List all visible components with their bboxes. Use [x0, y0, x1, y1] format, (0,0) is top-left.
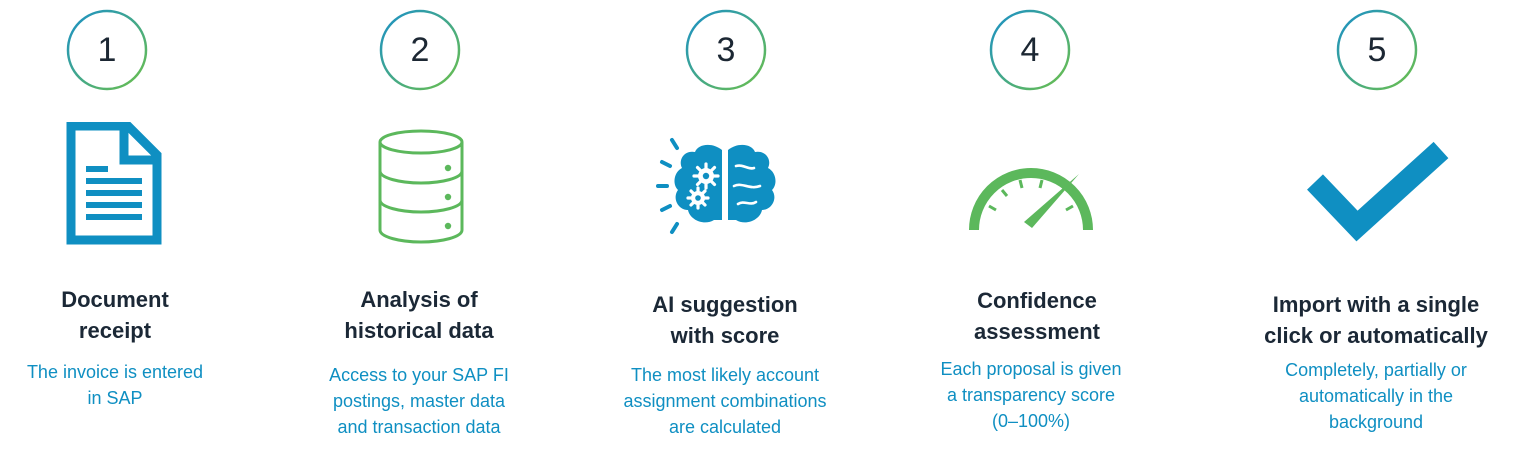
step-title-4: Confidence assessment [974, 288, 1100, 344]
step-circle-4 [989, 9, 1071, 91]
step-circle-3 [685, 9, 767, 91]
step-description-5: Completely, partially or automatically i… [1285, 360, 1467, 432]
step-title-1: Document receipt [61, 287, 169, 343]
document-icon [66, 122, 162, 245]
step-number-5: 5 [1367, 31, 1387, 69]
step-circle-2 [379, 9, 461, 91]
checkmark-icon [1307, 141, 1449, 242]
step-timeline [66, 9, 1418, 91]
step-title-3: AI suggestion with score [652, 292, 798, 348]
step-number-2: 2 [410, 31, 430, 69]
step-circle-5 [1336, 9, 1418, 91]
database-icon [378, 129, 464, 244]
step-description-1: The invoice is entered in SAP [26, 362, 204, 408]
step-description-4: Each proposal is given a transparency sc… [940, 359, 1122, 431]
step-number-4: 4 [1020, 31, 1040, 69]
step-description-3: The most likely account assignment combi… [623, 365, 827, 437]
step-number-1: 1 [97, 31, 117, 69]
step-title-2: Analysis of historical data [344, 287, 494, 343]
step-circle-1 [66, 9, 148, 91]
ai-brain-icon [656, 138, 776, 234]
step-description-2: Access to your SAP FI postings, master d… [329, 365, 509, 437]
step-title-5: Import with a single click or automatica… [1264, 292, 1488, 348]
speedometer-icon [969, 168, 1093, 231]
step-number-3: 3 [716, 31, 736, 69]
